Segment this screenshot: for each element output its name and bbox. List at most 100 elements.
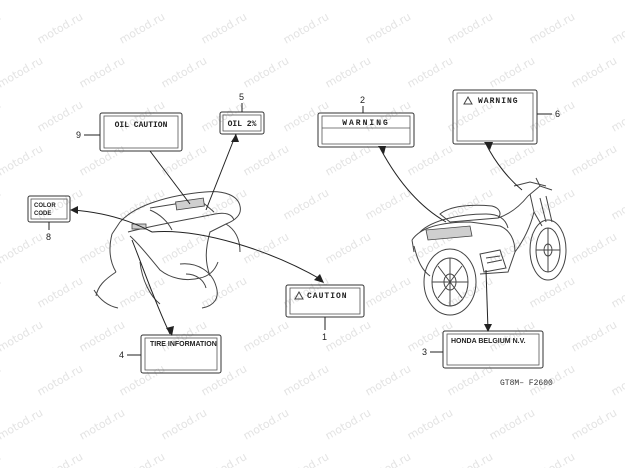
watermark-text: motod.ru [241, 54, 291, 90]
watermark-text: motod.ru [35, 10, 85, 46]
watermark-text: motod.ru [569, 318, 619, 354]
honda-belgium-text: HONDA BELGIUM N.V. [451, 338, 526, 345]
watermark-text: motod.ru [77, 230, 127, 266]
watermark-text: motod.ru [609, 274, 625, 310]
watermark-text: motod.ru [487, 406, 537, 442]
watermark-text: motod.ru [0, 230, 45, 266]
watermark-text: motod.ru [609, 450, 625, 468]
watermark-text: motod.ru [569, 54, 619, 90]
watermark-text: motod.ru [159, 406, 209, 442]
watermark-text: motod.ru [77, 0, 127, 3]
watermark-text: motod.ru [117, 362, 167, 398]
watermark-text: motod.ru [0, 318, 45, 354]
watermark-text: motod.ru [117, 10, 167, 46]
watermark-text: motod.ru [323, 0, 373, 3]
watermark-text: motod.ru [0, 450, 3, 468]
watermark-text: motod.ru [609, 98, 625, 134]
watermark-text: motod.ru [281, 186, 331, 222]
watermark-text: motod.ru [0, 362, 3, 398]
watermark-text: motod.ru [0, 274, 3, 310]
callout-8: 8 [46, 222, 51, 242]
svg-text:5: 5 [239, 92, 244, 102]
watermark-text: motod.ru [0, 98, 3, 134]
watermark-text: motod.ru [241, 318, 291, 354]
watermark-text: motod.ru [487, 318, 537, 354]
leader-lines [70, 133, 523, 336]
watermark-text: motod.ru [405, 406, 455, 442]
watermark-text: motod.ru [487, 54, 537, 90]
warning-right-text: WARNING [478, 97, 519, 106]
watermark-text: motod.ru [405, 0, 455, 3]
watermark-text: motod.ru [0, 186, 3, 222]
warning-center-text: WARNING [342, 119, 390, 128]
watermark-text: motod.ru [527, 10, 577, 46]
watermark-text: motod.ru [323, 406, 373, 442]
watermark-text: motod.ru [527, 450, 577, 468]
watermark-text: motod.ru [363, 362, 413, 398]
callout-3: 3 [422, 347, 443, 357]
watermark-text: motod.ru [241, 142, 291, 178]
oil-caution-text: OIL CAUTION [115, 121, 168, 130]
watermark-text: motod.ru [77, 54, 127, 90]
svg-text:1: 1 [322, 332, 327, 342]
label-oil-2pct: OIL 2% [219, 111, 265, 135]
callout-6: 6 [537, 109, 560, 119]
watermark-text: motod.ru [527, 186, 577, 222]
watermark-text: motod.ru [117, 274, 167, 310]
color-code-line2: CODE [34, 211, 51, 217]
watermark-text: motod.ru [569, 230, 619, 266]
watermark-text: motod.ru [405, 54, 455, 90]
watermark-text: motod.ru [159, 318, 209, 354]
watermark-text: motod.ru [323, 318, 373, 354]
svg-text:8: 8 [46, 232, 51, 242]
svg-text:9: 9 [76, 130, 81, 140]
watermark-text: motod.ru [159, 0, 209, 3]
watermark-text: motod.ru [77, 406, 127, 442]
watermark-text: motod.ru [323, 230, 373, 266]
callout-4: 4 [119, 350, 141, 360]
watermark-text: motod.ru [117, 450, 167, 468]
watermark-text: motod.ru [0, 0, 45, 3]
diagram-code: GT8M– F2600 [500, 379, 553, 388]
label-warning-right: WARNING [452, 89, 538, 145]
watermark-text: motod.ru [487, 142, 537, 178]
watermark-text: motod.ru [363, 274, 413, 310]
watermark-text: motod.ru [199, 10, 249, 46]
watermark-text: motod.ru [323, 142, 373, 178]
callout-1: 1 [322, 317, 327, 342]
label-oil-caution: OIL CAUTION [99, 112, 183, 152]
watermark-text: motod.ru [35, 450, 85, 468]
watermark-text: motod.ru [445, 274, 495, 310]
watermark-text: motod.ru [199, 450, 249, 468]
watermark-text: motod.ru [77, 142, 127, 178]
watermark-text: motod.ru [363, 450, 413, 468]
watermark-text: motod.ru [405, 318, 455, 354]
watermark-text: motod.ru [0, 406, 45, 442]
watermark-text: motod.ru [241, 406, 291, 442]
svg-text:6: 6 [555, 109, 560, 119]
watermark-text: motod.ru [609, 10, 625, 46]
svg-text:2: 2 [360, 95, 365, 105]
watermark-text: motod.ru [487, 0, 537, 3]
watermark-text: motod.ru [569, 406, 619, 442]
watermark-text: motod.ru [569, 0, 619, 3]
watermark-text: motod.ru [0, 54, 45, 90]
label-tire-information: TIRE INFORMATION [140, 334, 222, 374]
label-honda-belgium: HONDA BELGIUM N.V. [442, 330, 544, 369]
watermark-text: motod.ru [363, 186, 413, 222]
svg-text:4: 4 [119, 350, 124, 360]
label-warning-center: WARNING [317, 112, 415, 148]
watermark-text: motod.ru [405, 142, 455, 178]
watermark-text: motod.ru [199, 274, 249, 310]
watermark-text: motod.ru [0, 10, 3, 46]
tire-information-text: TIRE INFORMATION [150, 341, 217, 348]
watermark-text: motod.ru [241, 0, 291, 3]
watermark-text: motod.ru [527, 98, 577, 134]
watermark-text: motod.ru [609, 362, 625, 398]
oil-2pct-text: OIL 2% [228, 120, 257, 129]
watermark-text: motod.ru [323, 54, 373, 90]
watermark-text: motod.ru [363, 10, 413, 46]
watermark-text: motod.ru [569, 142, 619, 178]
